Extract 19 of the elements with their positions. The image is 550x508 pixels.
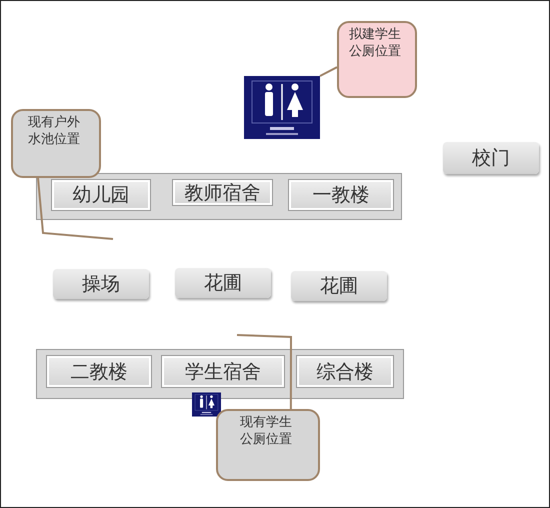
garden-box: 花圃	[175, 268, 271, 298]
building-box: 一教楼	[288, 179, 394, 211]
garden-box: 花圃	[291, 271, 387, 301]
building-box: 二教楼	[46, 355, 152, 388]
leader-line	[236, 334, 292, 409]
building-box: 学生宿舍	[161, 355, 285, 388]
building-box: 综合楼	[296, 355, 394, 388]
building-box: 教师宿舍	[172, 179, 273, 206]
building-strip	[36, 349, 404, 399]
building-box: 幼儿园	[51, 179, 151, 211]
restroom-sign-drawing	[192, 391, 221, 418]
building-strip	[36, 173, 402, 220]
gate-box: 校门	[443, 142, 539, 174]
callout-bubble: 拟建学生公厕位置	[337, 21, 417, 98]
callout-bubble: 现有户外水池位置	[11, 109, 101, 178]
callout-bubble: 现有学生公厕位置	[216, 409, 320, 481]
restroom-sign-drawing	[244, 76, 320, 139]
leader-line	[320, 66, 338, 77]
field-box: 操场	[53, 269, 149, 299]
